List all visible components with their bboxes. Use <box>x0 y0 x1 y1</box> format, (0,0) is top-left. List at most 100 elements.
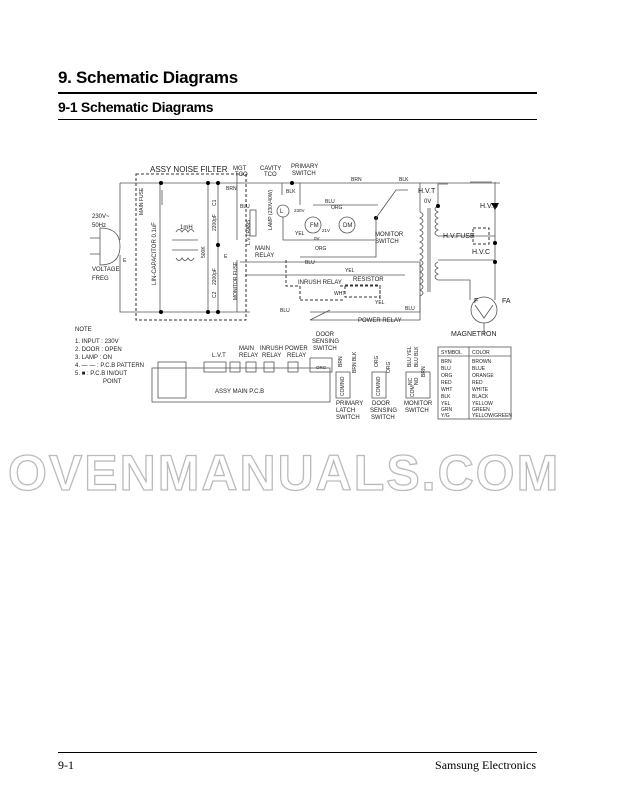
c1-label: C1 <box>212 199 218 206</box>
main-relay-label: MAIN <box>255 246 270 252</box>
magnetron-fa-label: FA <box>502 298 511 305</box>
note-item: 1. INPUT : 230V <box>75 339 119 345</box>
table-cell: BROWN <box>472 359 492 365</box>
junction-dot <box>206 310 210 314</box>
switch-terminal: NO <box>340 376 346 384</box>
junction-dot <box>216 243 220 247</box>
lamp-symbol: L <box>280 209 284 215</box>
wiring <box>119 175 500 313</box>
wire-label: BLU <box>325 199 335 205</box>
wire-label: BLK <box>399 177 409 183</box>
pcb-door-sensing-label: DOOR <box>316 332 335 338</box>
drive-motor-icon <box>338 216 356 234</box>
wiring <box>240 183 421 321</box>
c2-value: 2200pF <box>212 268 218 285</box>
pcb-lvt-connector <box>203 361 227 373</box>
wiring <box>310 183 431 313</box>
fan-motor-label: FM <box>310 223 319 229</box>
wire-label: BRN <box>226 186 237 192</box>
color-table <box>437 346 512 420</box>
wire-label: BLU <box>405 306 415 312</box>
table-cell: YEL <box>441 401 451 407</box>
pcb-connector <box>229 361 241 373</box>
pcb-door-sensing-label: SENSING <box>312 339 339 345</box>
main-relay-label: RELAY <box>255 253 274 259</box>
monitor-switch-pcb-label: SWITCH <box>405 408 429 414</box>
note-item: 5. ■ : P.C.B IN/OUT <box>75 371 128 377</box>
monitor-switch-label: SWITCH <box>375 239 399 245</box>
junction-dot <box>436 204 440 208</box>
note-item: 4. — — : P.C.B PATTERN <box>75 363 144 369</box>
hvt-label: H.V.T <box>418 188 436 195</box>
title-rule <box>58 92 537 94</box>
mgt-tco-label: TCO <box>235 172 248 178</box>
note-item: 3. LAMP : ON <box>75 355 112 361</box>
switch-wire: ORG <box>386 362 392 374</box>
c1-value: 2200pF <box>212 214 218 231</box>
voltage-230-label: 230V <box>294 208 305 213</box>
hvt-0v-label: 0V <box>424 199 431 205</box>
voltage-0-label: 0V <box>314 236 320 241</box>
table-header: SYMBOL <box>441 350 462 356</box>
section-title: 9-1 Schematic Diagrams <box>58 99 214 115</box>
main-pcb-box <box>151 367 331 403</box>
table-cell: GRN <box>441 407 453 413</box>
lv-trans-icon <box>249 209 257 237</box>
magnetron-f-label: F <box>474 298 478 305</box>
door-sensing-switch-label: SWITCH <box>371 415 395 421</box>
voltage-21-label: 21V <box>322 228 330 233</box>
table-cell: ORANGE <box>472 373 494 379</box>
table-cell: WHITE <box>472 387 489 393</box>
table-cell: BLUE <box>472 366 486 372</box>
switch-wire: BRN <box>421 366 427 377</box>
junction-dot <box>216 310 220 314</box>
pcb-door-sensing-switch <box>309 357 333 373</box>
inductor-icon <box>175 229 195 261</box>
table-header: COLOR <box>472 350 490 356</box>
table-cell: BLK <box>441 394 451 400</box>
hvc-label: H.V.C <box>472 249 490 256</box>
note-item: POINT <box>103 379 122 385</box>
section-rule <box>58 119 537 120</box>
c2-label: C2 <box>212 291 218 298</box>
pcb-org-label: ORG <box>316 365 327 370</box>
table-cell: BLACK <box>472 394 489 400</box>
lamp-label: LAMP (230V40W) <box>268 189 274 230</box>
lv-trans-label: L.V.TRANS <box>246 219 252 245</box>
door-sensing-switch-label: SENSING <box>370 408 397 414</box>
switch-wire: BLU YEL <box>407 346 413 367</box>
hv-secondary-coil-icon <box>434 205 439 281</box>
wire-label: YEL <box>345 268 355 274</box>
footer-rule <box>58 752 537 753</box>
noise-filter-label: ASSY NOISE FILTER <box>150 165 228 174</box>
footer-company: Samsung Electronics <box>435 758 536 772</box>
switch-wire: BRN BLK <box>352 351 358 373</box>
resistor-box <box>344 284 381 298</box>
mgt-tco-label: MGT <box>233 166 247 172</box>
drive-motor-label: DM <box>343 223 352 229</box>
voltage-freg-label: FREG <box>92 276 109 282</box>
color-table-grid <box>438 347 511 419</box>
switch-terminal: COM <box>376 384 382 396</box>
power-relay-label: POWER RELAY <box>358 318 402 324</box>
hvd-label: H.V.D <box>480 203 498 210</box>
table-cell: Y/G <box>441 413 450 419</box>
wire-label: BLK <box>286 189 296 195</box>
switch-wire: BLU BLK <box>414 346 420 367</box>
note-title: NOTE <box>75 327 92 333</box>
pcb-power-relay-label: POWER <box>285 346 308 352</box>
monitor-switch-pcb-label: MONITOR <box>404 401 433 407</box>
page-number: 9-1 <box>58 758 74 772</box>
voltage-freg-label: VOLTAGE <box>92 267 119 273</box>
inrush-relay-label: INRUSH RELAY <box>298 280 342 286</box>
table-cell: ORG <box>441 373 453 379</box>
junction-dot <box>159 310 163 314</box>
junction-dot <box>216 181 220 185</box>
pcb-power-relay <box>287 361 299 373</box>
pcb-main-relay <box>245 361 257 373</box>
ground-label: E <box>224 254 228 260</box>
wire-label: ORG <box>315 246 327 252</box>
table-cell: BLU <box>441 366 451 372</box>
